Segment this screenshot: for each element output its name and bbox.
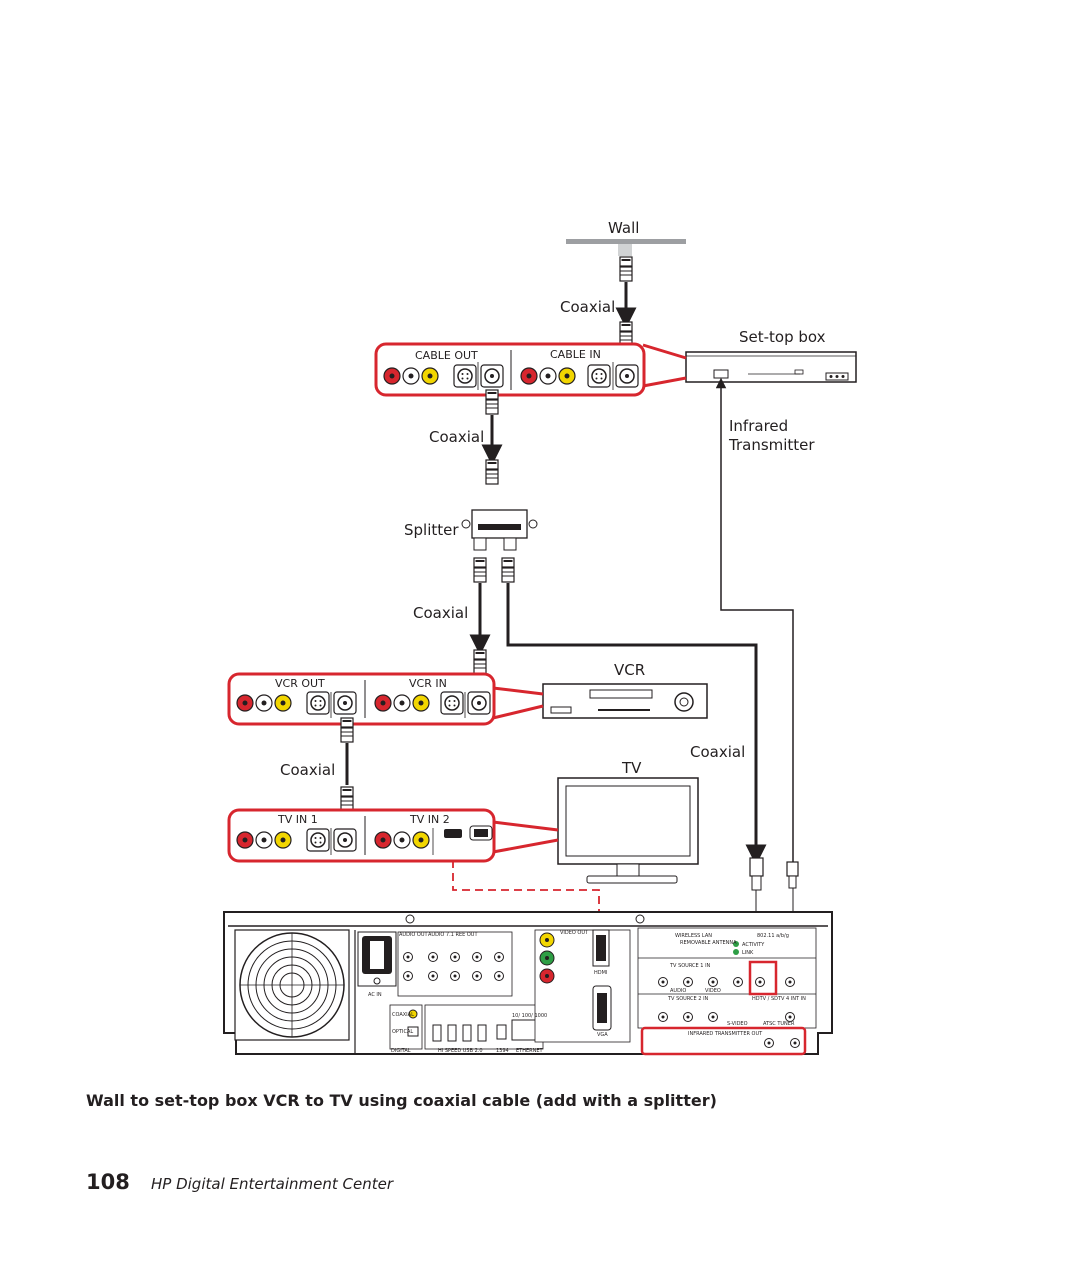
rear-coax-connector	[749, 857, 764, 958]
rp-digital: DIGITAL	[391, 1048, 411, 1054]
rp-coaxial: COAXIAL	[392, 1012, 414, 1018]
footer-title: HP Digital Entertainment Center	[151, 1175, 393, 1193]
vcr-out-label: VCR OUT	[275, 677, 325, 690]
rp-atsc-label: ATSC TUNER	[763, 1021, 795, 1027]
coaxial-label-2: Coaxial	[429, 428, 484, 446]
coax-cable-to-vcr	[469, 557, 491, 675]
rp-infrared-out: INFRARED TRANSMITTER OUT	[688, 1031, 763, 1037]
cable-in-label: CABLE IN	[550, 348, 601, 361]
coaxial-label-3: Coaxial	[413, 604, 468, 622]
rp-wireless-lan: WIRELESS LAN	[675, 933, 712, 939]
rp-vga: VGA	[597, 1032, 608, 1038]
coax-cable-wall	[615, 256, 637, 347]
rp-audio-out: AUDIO OUT	[399, 932, 429, 938]
rp-link: LINK	[742, 950, 754, 956]
cable-panel	[374, 342, 687, 397]
rp-removable-antenna: REMOVABLE ANTENNA	[680, 940, 737, 946]
rp-hdtv: HDTV / SDTV 4 INT IN	[752, 996, 806, 1002]
tv	[557, 777, 699, 884]
cable-out-label: CABLE OUT	[415, 349, 478, 362]
transmitter-label: Transmitter	[728, 436, 815, 454]
coaxial-label-1: Coaxial	[560, 298, 615, 316]
tv-in-2-label: TV IN 2	[409, 813, 450, 826]
hdmi-dashed-cable	[452, 860, 600, 930]
coaxial-label-4: Coaxial	[280, 761, 335, 779]
rp-hdmi: HDMI	[594, 970, 607, 976]
splitter-label: Splitter	[404, 521, 459, 539]
figure-caption: Wall to set-top box VCR to TV using coax…	[86, 1091, 717, 1110]
rp-ac-in: AC IN	[368, 992, 382, 998]
rear-panel	[223, 911, 833, 1056]
tv-label: TV	[621, 759, 642, 777]
rp-video-label: VIDEO	[705, 988, 721, 994]
infrared-cable	[715, 377, 794, 862]
rp-audio-71: AUDIO 7.1 REE OUT	[428, 932, 478, 938]
tv-panel	[227, 808, 559, 863]
rp-tv-source-2: TV SOURCE 2 IN	[667, 996, 709, 1002]
settop-box-label: Set-top box	[739, 328, 826, 346]
rp-video-out: VIDEO OUT	[560, 930, 589, 936]
vcr-label: VCR	[614, 661, 645, 679]
rp-audio-label: AUDIO	[670, 988, 686, 994]
settop-box	[685, 351, 857, 383]
rp-activity: ACTIVITY	[742, 942, 765, 948]
splitter	[461, 509, 538, 551]
wall	[566, 239, 686, 256]
rp-usb: HI SPEED USB 2.0	[438, 1048, 483, 1054]
coax-cable-to-rear	[501, 557, 767, 866]
rp-eth-speed: 10/ 100/ 1000	[512, 1013, 547, 1019]
vcr-in-label: VCR IN	[409, 677, 447, 690]
wall-label: Wall	[608, 219, 639, 237]
rp-wlan-std: 802.11 a/b/g	[757, 933, 789, 939]
vcr-panel	[227, 672, 544, 726]
page-number: 108	[86, 1170, 130, 1194]
rp-ethernet: ETHERNET	[516, 1048, 544, 1054]
tv-in-1-label: TV IN 1	[277, 813, 318, 826]
rp-svideo-label: S-VIDEO	[727, 1021, 748, 1027]
infrared-label: Infrared	[729, 417, 788, 435]
rp-optical: OPTICAL	[392, 1029, 413, 1035]
coax-cable-vcr-to-tv	[340, 717, 354, 812]
coax-cable-to-splitter	[481, 389, 503, 485]
rp-1394: 1394	[496, 1048, 509, 1054]
vcr	[542, 683, 708, 719]
coaxial-label-5: Coaxial	[690, 743, 745, 761]
rp-tv-source-1: TV SOURCE 1 IN	[669, 963, 711, 969]
